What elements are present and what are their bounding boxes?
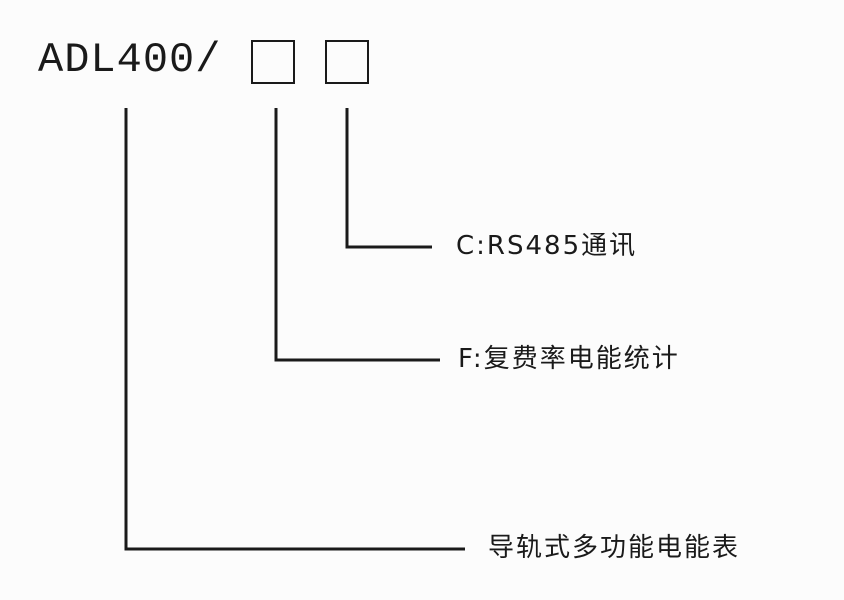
connector-line-multirate [274,108,440,362]
label-base-type: 导轨式多功能电能表 [488,533,741,563]
connector-line-rs485 [345,108,432,249]
label-rs485: C:RS485通讯 [456,231,638,261]
option-slot-box-1 [251,40,295,84]
label-multirate: F:复费率电能统计 [458,344,680,374]
option-slot-box-2 [325,40,369,84]
model-code: ADL400/ [38,36,222,84]
connector-line-base [124,108,465,551]
